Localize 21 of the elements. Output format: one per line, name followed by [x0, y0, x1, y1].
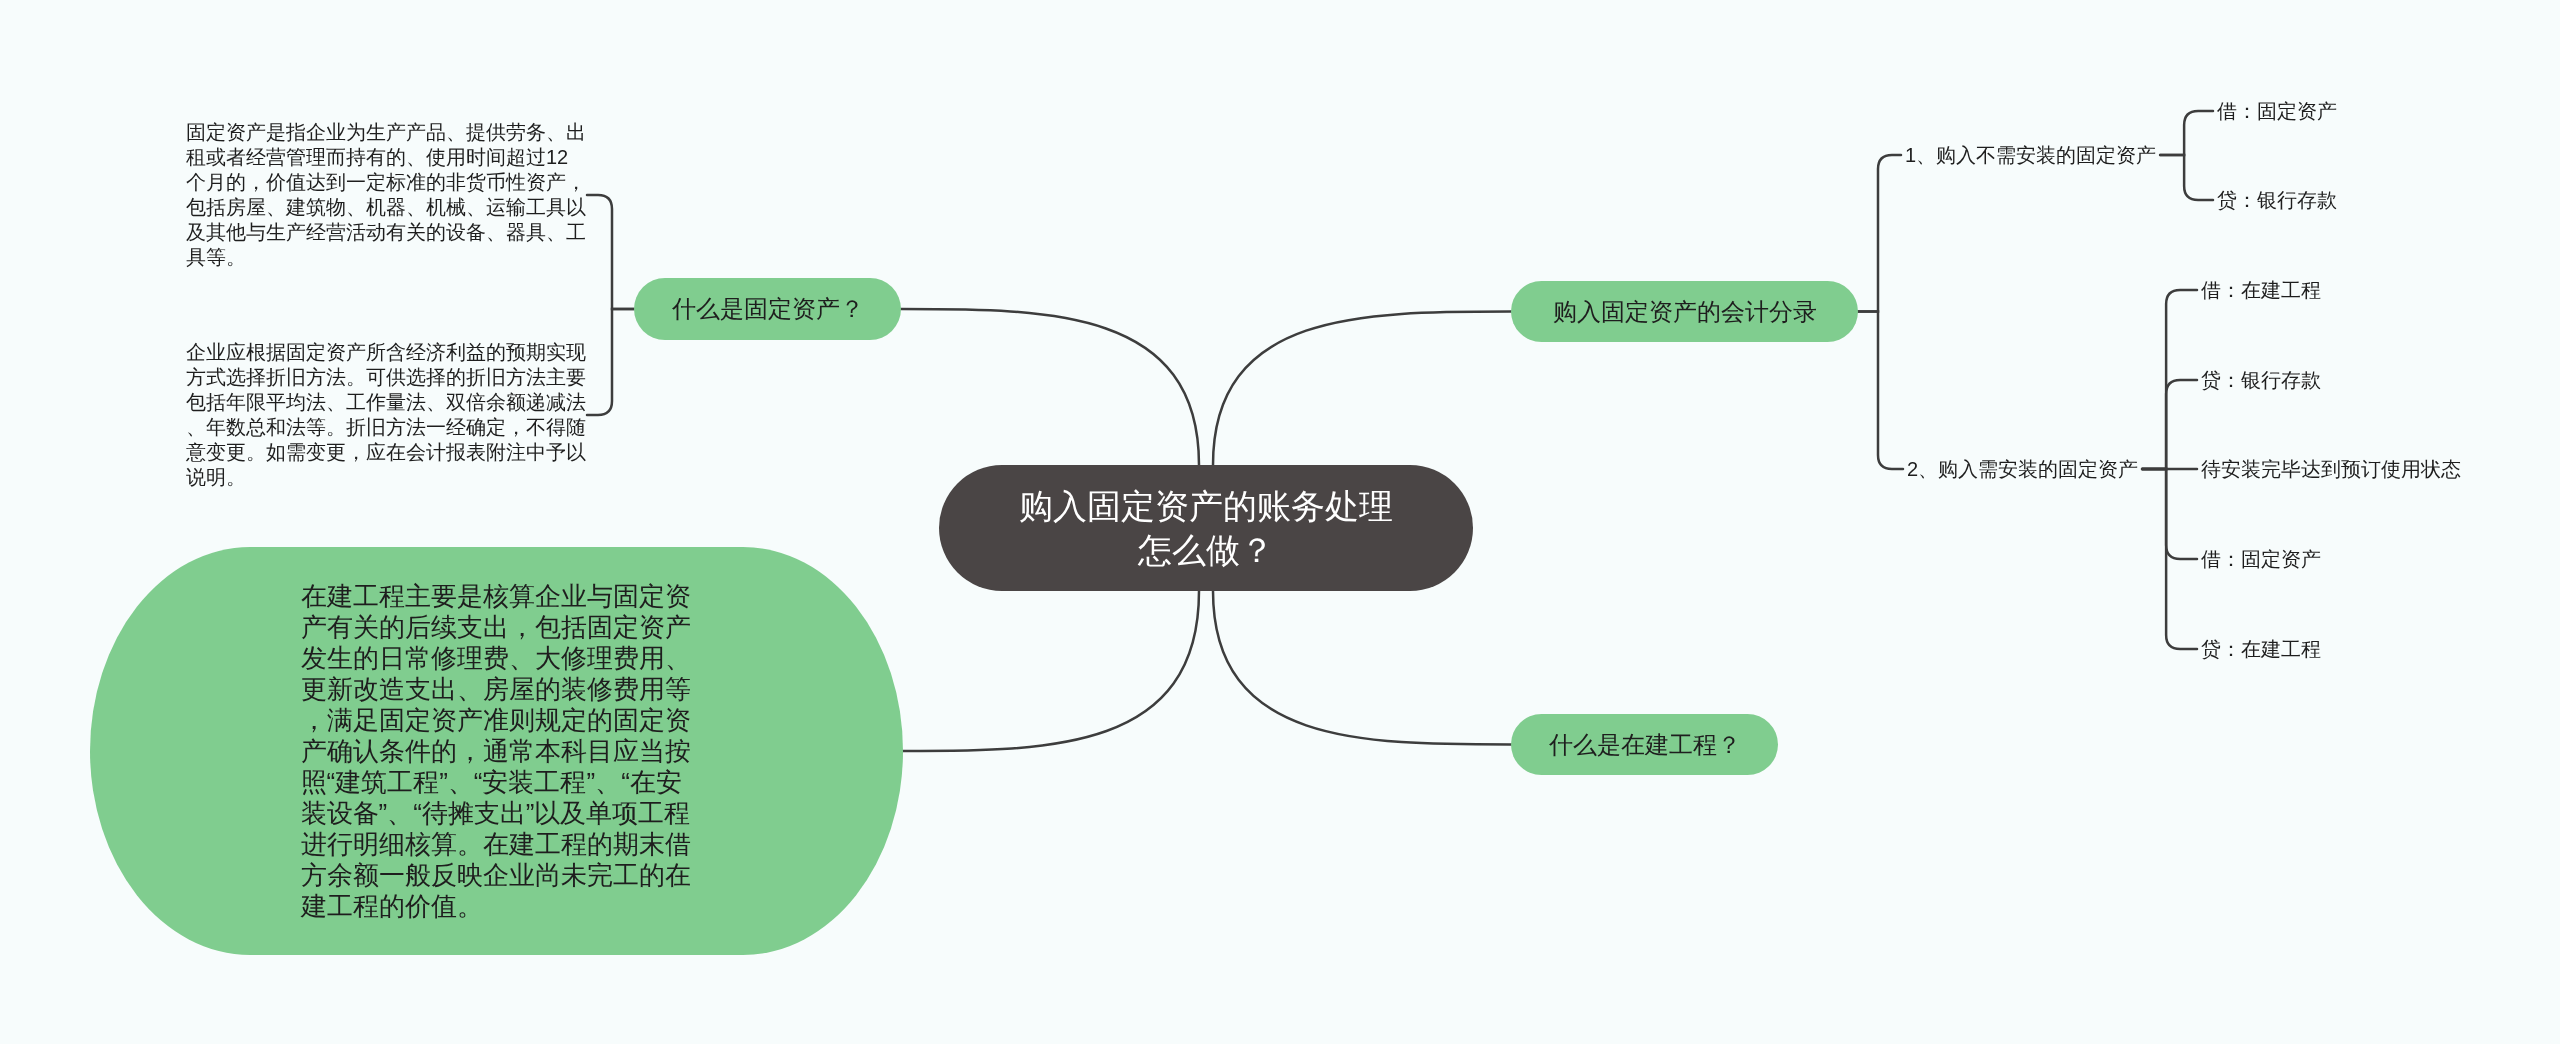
connector-line: [2158, 153, 2215, 202]
branch-text: 贷：在建工程: [2197, 636, 2325, 662]
branch-text: 借：固定资产: [2213, 98, 2341, 124]
connector-line: [1211, 589, 1513, 746]
paragraph-text: 固定资产是指企业为生产产品、提供劳务、出租或者经营管理而持有的、使用时间超过12个月的，价值达到一定标准的非货币性资产，包括房屋、建筑物、机器、机械、运输工具以及其他与生产经营活动有关的设备、器具、工具等。: [186, 120, 587, 270]
branch-text: 借：固定资产: [2197, 546, 2325, 572]
branch-text: 1、购入不需安装的固定资产: [1901, 142, 2161, 168]
connector-line: [1211, 310, 1513, 467]
branch-text: 待安装完毕达到预订使用状态: [2197, 456, 2465, 482]
topic-pill: 什么是固定资产？: [634, 278, 901, 340]
topic-pill: 什么是在建工程？: [1511, 714, 1778, 775]
branch-text: 2、购入需安装的固定资产: [1903, 456, 2143, 482]
paragraph-text: 企业应根据固定资产所含经济利益的预期实现方式选择折旧方法。可供选择的折旧方法主要包括年限平均法、工作量法、双倍余额递减法、年数总和法等。折旧方法一经确定，不得随意变更。如需变更，应在会计报表附注中予以说明。: [186, 340, 587, 490]
branch-text: 贷：银行存款: [2197, 367, 2325, 393]
connector-line: [899, 307, 1201, 467]
topic-pill: 购入固定资产的会计分录: [1511, 281, 1858, 342]
central-topic-pill: 购入固定资产的账务处理怎么做？: [939, 465, 1473, 591]
branch-text: 借：在建工程: [2197, 277, 2325, 303]
connector-line: [901, 589, 1201, 753]
connector-line: [585, 307, 636, 417]
branch-text: 贷：银行存款: [2213, 187, 2341, 213]
